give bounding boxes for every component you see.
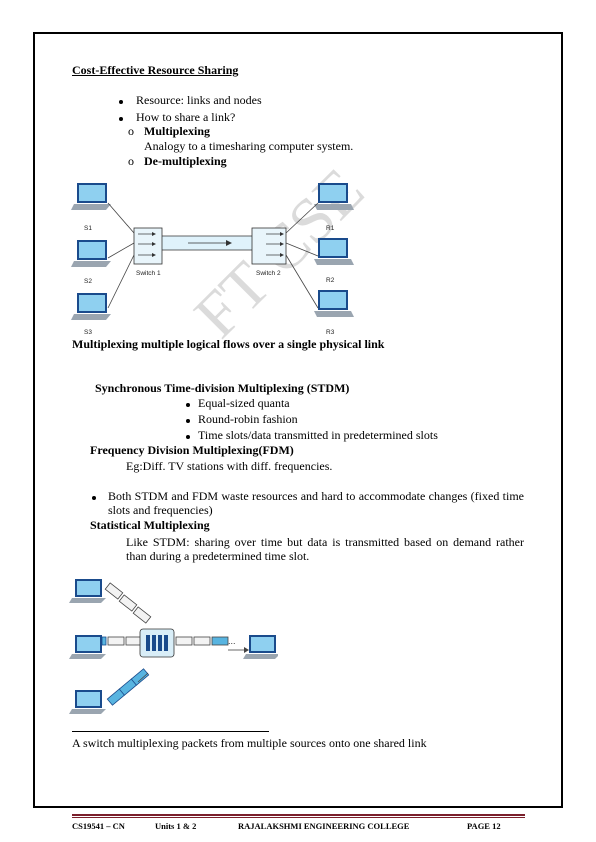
- figure-statmux-switch: ...: [69, 579, 278, 714]
- receiver-r1-icon: [314, 183, 354, 210]
- source2-icon: [69, 635, 106, 659]
- statmux-title: Statistical Multiplexing: [90, 518, 210, 532]
- switch-box: [139, 628, 175, 658]
- label-s1: S1: [84, 225, 92, 232]
- label-r1: R1: [326, 225, 335, 232]
- figure1-caption: Multiplexing multiple logical flows over…: [72, 337, 385, 351]
- bullet-dot: [186, 419, 190, 423]
- demultiplexing-title: De-multiplexing: [144, 154, 227, 168]
- bullet-dot: [119, 100, 123, 104]
- sub-marker: o: [128, 154, 134, 168]
- bullet-dot: [186, 435, 190, 439]
- label-r3: R3: [326, 329, 335, 336]
- stdm-item-2: Round-robin fashion: [198, 412, 298, 426]
- label-s2: S2: [84, 278, 92, 285]
- sub-marker: o: [128, 124, 134, 138]
- footer-rule: [72, 814, 525, 816]
- label-switch1: Switch 1: [136, 270, 161, 277]
- fdm-example: Eg:Diff. TV stations with diff. frequenc…: [126, 459, 333, 473]
- footer-course-code: CS19541 – CN: [72, 821, 125, 831]
- footer-units: Units 1 & 2: [155, 821, 197, 831]
- caption-rule: [72, 731, 269, 732]
- bullet-dot: [119, 117, 123, 121]
- multiplexing-desc: Analogy to a timesharing computer system…: [144, 139, 354, 153]
- label-s3: S3: [84, 329, 92, 336]
- label-switch2: Switch 2: [256, 270, 281, 277]
- footer-rule-thin: [72, 817, 525, 818]
- stdm-item-3: Time slots/data transmitted in predeterm…: [198, 428, 438, 442]
- stdm-item-1: Equal-sized quanta: [198, 396, 290, 410]
- receiver-r2-icon: [314, 238, 354, 265]
- sender-s2-icon: [71, 240, 111, 267]
- waste-paragraph: Both STDM and FDM waste resources and ha…: [108, 489, 524, 517]
- footer-college: RAJALAKSHMI ENGINEERING COLLEGE: [238, 821, 410, 831]
- sender-s3-icon: [71, 293, 111, 320]
- stdm-title: Synchronous Time-division Multiplexing (…: [95, 381, 350, 395]
- fdm-title: Frequency Division Multiplexing(FDM): [90, 443, 294, 457]
- statmux-desc: Like STDM: sharing over time but data is…: [126, 535, 524, 563]
- switch1-box: [133, 227, 163, 265]
- figure-mux-network: S1 S2 S3 R1 R2 R3 Switch 1 Switch 2: [71, 183, 354, 336]
- section-heading: Cost-Effective Resource Sharing: [72, 63, 239, 77]
- receiver-r3-icon: [314, 290, 354, 317]
- label-r2: R2: [326, 277, 335, 284]
- figure2-caption: A switch multiplexing packets from multi…: [72, 736, 427, 750]
- page-border: [33, 32, 563, 808]
- bullet-resource: Resource: links and nodes: [136, 93, 262, 107]
- footer-page: PAGE 12: [467, 821, 501, 831]
- sender-s1-icon: [71, 183, 111, 210]
- bullet-share: How to share a link?: [136, 110, 236, 124]
- destination-icon: [243, 635, 278, 659]
- bullet-dot: [186, 403, 190, 407]
- source3-icon: [69, 690, 106, 714]
- bullet-dot: [92, 496, 96, 500]
- source1-icon: [69, 579, 106, 603]
- ellipsis: ...: [228, 636, 236, 646]
- multiplexing-title: Multiplexing: [144, 124, 211, 138]
